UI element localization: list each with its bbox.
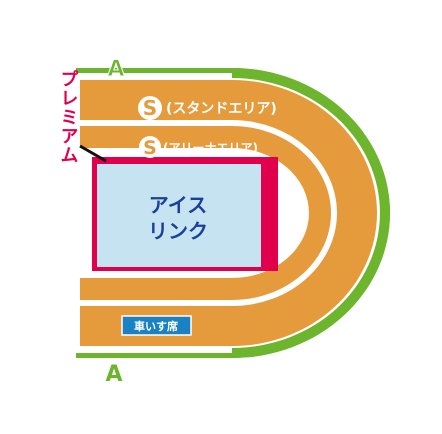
wheelchair-badge[interactable] [121, 315, 192, 336]
premium-pointer-line [79, 144, 107, 163]
s-arena-label: (アリーナエリア) [163, 141, 258, 155]
premium-top-stripe [92, 157, 278, 163]
s-arena-letter: S [143, 137, 157, 159]
premium-label: プレミアム [58, 69, 79, 164]
s-stand-letter: S [143, 96, 157, 120]
s-stand-area[interactable] [80, 80, 377, 346]
s-stand-letter-bg [138, 96, 162, 120]
s-arena-letter-bg [139, 136, 161, 158]
s-arena-area[interactable] [80, 126, 331, 300]
wheelchair-label: 車いす席 [134, 319, 178, 333]
ice-rink [97, 164, 261, 267]
s-stand-label: (スタンドエリア) [166, 101, 277, 117]
premium-lower-band [97, 267, 278, 271]
ice-rink-label-line1: アイス [149, 193, 207, 217]
a-section-label-top: A [107, 57, 124, 82]
ice-rink-label-line2: リンク [148, 219, 208, 243]
a-section-label-bottom: A [105, 362, 122, 387]
